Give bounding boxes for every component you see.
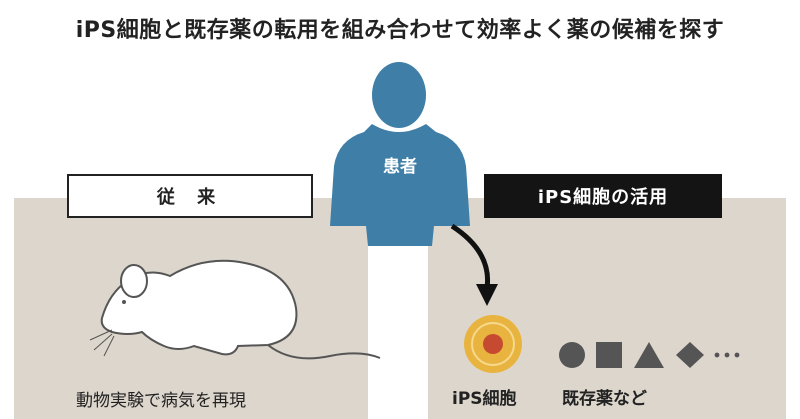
- triangle-icon: [634, 342, 664, 368]
- ips-cell-caption: iPS細胞: [452, 389, 517, 409]
- person-icon: [330, 62, 470, 246]
- page-title: iPS細胞と既存薬の転用を組み合わせて効率よく薬の候補を探す: [75, 18, 725, 43]
- mouse-icon: [89, 259, 381, 360]
- diamond-icon: [676, 342, 704, 368]
- ips-panel: [428, 198, 786, 419]
- ellipsis-icon: [714, 352, 740, 358]
- patient-label: 患者: [383, 157, 417, 177]
- circle-icon: [559, 342, 585, 368]
- cell-icon: [464, 315, 522, 373]
- conventional-label: 従 来: [67, 174, 313, 218]
- square-icon: [596, 342, 622, 368]
- animal-experiment-caption: 動物実験で病気を再現: [76, 391, 246, 411]
- existing-drugs-caption: 既存薬など: [562, 389, 647, 409]
- arrow-icon: [450, 223, 498, 306]
- ips-label: iPS細胞の活用: [484, 174, 722, 218]
